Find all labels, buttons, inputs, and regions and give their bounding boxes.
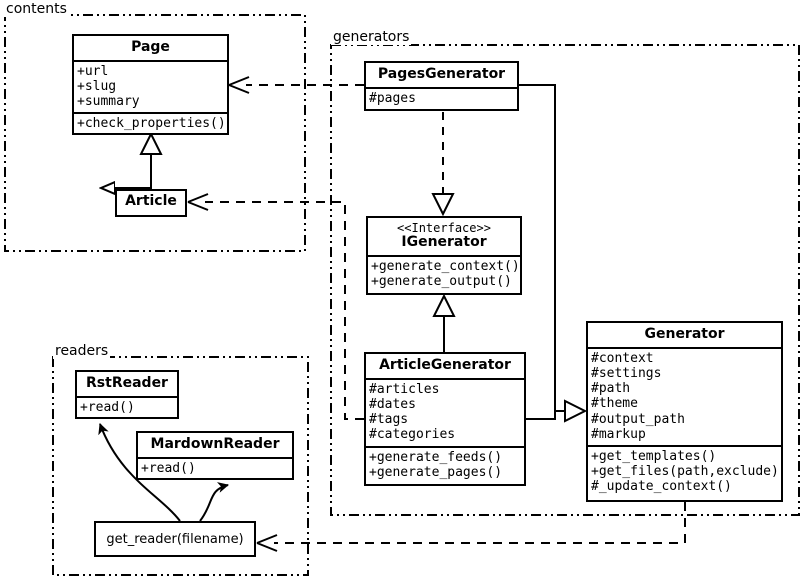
class-name-article-generator: ArticleGenerator (379, 357, 511, 373)
methods-compartment-rst-reader: +read() (77, 395, 177, 418)
class-name-pages-generator: PagesGenerator (377, 66, 506, 82)
attribute-item: #settings (591, 365, 662, 381)
edge-articlegenerator-generalizes-generator (526, 399, 588, 423)
attribute-item: #articles (369, 381, 440, 397)
edge-getreader-to-mardownreader (199, 482, 229, 522)
package-border-contents (4, 14, 306, 252)
attributes-compartment-pages-generator: #pages (366, 86, 517, 109)
function-box-get-reader[interactable]: get_reader(filename) (94, 521, 256, 557)
attribute-item: #dates (369, 396, 416, 412)
attribute-item: +slug (77, 78, 117, 94)
attributes-compartment-page: +url +slug +summary (74, 59, 227, 113)
attributes-compartment-article-generator: #articles #dates #tags #categories (366, 377, 524, 446)
stereotype-label-igenerator: <<Interface>> (397, 221, 491, 235)
package-border-generators (330, 44, 800, 516)
methods-compartment-mardown-reader: +read() (138, 456, 292, 479)
methods-compartment-article-generator: +generate_feeds() +generate_pages() (366, 445, 524, 483)
attribute-item: #categories (369, 427, 456, 443)
package-label-readers: readers (53, 343, 111, 359)
method-item: +get_templates() (591, 448, 717, 464)
attribute-item: #output_path (591, 411, 685, 427)
package-label-generators: generators (331, 29, 412, 45)
method-item: +generate_pages() (369, 464, 503, 480)
package-label-contents: contents (4, 1, 69, 17)
edge-generator-depends-getreader (256, 502, 686, 552)
edge-articlegenerator-generalizes-igenerator (432, 293, 456, 352)
attribute-item: #path (591, 381, 631, 397)
edge-articlegenerator-depends-article (187, 193, 364, 420)
class-name-igenerator: IGenerator (401, 234, 487, 251)
attribute-item: #markup (591, 426, 646, 442)
attributes-compartment-generator: #context #settings #path #theme #output_… (588, 346, 781, 445)
attribute-item: +summary (77, 94, 140, 110)
class-name-rst-reader: RstReader (86, 375, 168, 391)
class-box-mardown-reader[interactable]: MardownReader +read() (136, 431, 294, 480)
package-border-readers (52, 356, 309, 576)
class-box-article-generator[interactable]: ArticleGenerator #articles #dates #tags … (364, 352, 526, 486)
methods-compartment-igenerator: +generate_context() +generate_output() (368, 255, 520, 292)
class-header-igenerator: <<Interface>> IGenerator (368, 218, 520, 255)
class-box-pages-generator[interactable]: PagesGenerator #pages (364, 61, 519, 111)
method-item: +generate_output() (371, 274, 512, 290)
class-box-generator[interactable]: Generator #context #settings #path #them… (586, 321, 783, 502)
method-item: +generate_feeds() (369, 449, 503, 465)
attribute-item: #theme (591, 396, 638, 412)
method-item: +check_properties() (77, 116, 226, 132)
methods-compartment-generator: +get_templates() +get_files(path,exclude… (588, 444, 781, 498)
method-item: +get_files(path,exclude) (591, 464, 779, 480)
edge-pagesgenerator-depends-page (228, 76, 364, 94)
method-item: +generate_context() (371, 259, 520, 275)
method-item: #_update_context() (591, 479, 732, 495)
attribute-item: #pages (369, 90, 416, 106)
attribute-item: #tags (369, 412, 409, 428)
class-box-page[interactable]: Page +url +slug +summary +check_properti… (72, 34, 229, 135)
class-name-page: Page (131, 39, 170, 55)
class-name-generator: Generator (644, 326, 725, 342)
class-name-mardown-reader: MardownReader (150, 436, 280, 452)
edge-pagesgenerator-generalizes-generator (519, 84, 556, 411)
edge-getreader-to-rstreader (98, 423, 181, 522)
class-box-igenerator[interactable]: <<Interface>> IGenerator +generate_conte… (366, 216, 522, 295)
class-name-article: Article (125, 193, 177, 209)
attribute-item: #context (591, 350, 654, 366)
class-box-article[interactable]: Article (115, 189, 187, 217)
edge-article-generalizes-page-line (139, 131, 163, 189)
function-label-get-reader: get_reader(filename) (106, 531, 244, 547)
attribute-item: +url (77, 63, 109, 79)
method-item: +read() (80, 399, 135, 415)
edge-pagesgenerator-realizes-igenerator (431, 112, 455, 217)
method-item: +read() (141, 460, 196, 476)
methods-compartment-page: +check_properties() (74, 112, 227, 134)
class-box-rst-reader[interactable]: RstReader +read() (75, 370, 179, 419)
